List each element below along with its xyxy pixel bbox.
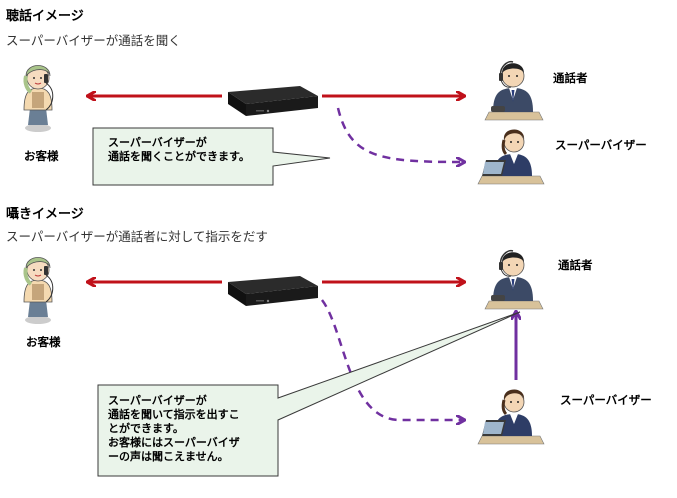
dashed-arrow-to-supervisor <box>336 107 462 162</box>
supervisor-icon <box>476 128 546 186</box>
pbx-device-icon <box>228 276 318 306</box>
supervisor-icon <box>476 388 546 446</box>
caller-operator-icon <box>484 249 544 310</box>
callout-box <box>97 311 521 477</box>
pbx-device-icon <box>228 86 318 116</box>
supervisor-label: スーパーバイザー <box>555 138 647 152</box>
callout-text: スーパーバイザーが 通話を聞いて指示を出すこ とができます。 お客様にはスーパー… <box>108 394 240 463</box>
section-subtitle: スーパーバイザーが通話者に対して指示をだす <box>6 229 268 244</box>
customer-label: お客様 <box>24 149 59 163</box>
section-title: 聴話イメージ <box>6 9 84 24</box>
section-subtitle: スーパーバイザーが通話を聞く <box>6 33 181 48</box>
caller-label: 通話者 <box>558 258 593 272</box>
supervisor-label: スーパーバイザー <box>560 393 652 407</box>
caller-label: 通話者 <box>553 71 588 85</box>
customer-label: お客様 <box>26 335 61 349</box>
callout-box <box>92 127 331 186</box>
callout-text: スーパーバイザーが 通話を聞くことができます。 <box>108 136 250 163</box>
caller-operator-icon <box>484 60 544 121</box>
dashed-arrow-to-supervisor <box>321 299 462 420</box>
customer-figure-icon <box>22 63 55 134</box>
customer-figure-icon <box>22 255 55 326</box>
section-title: 囁きイメージ <box>6 207 84 222</box>
